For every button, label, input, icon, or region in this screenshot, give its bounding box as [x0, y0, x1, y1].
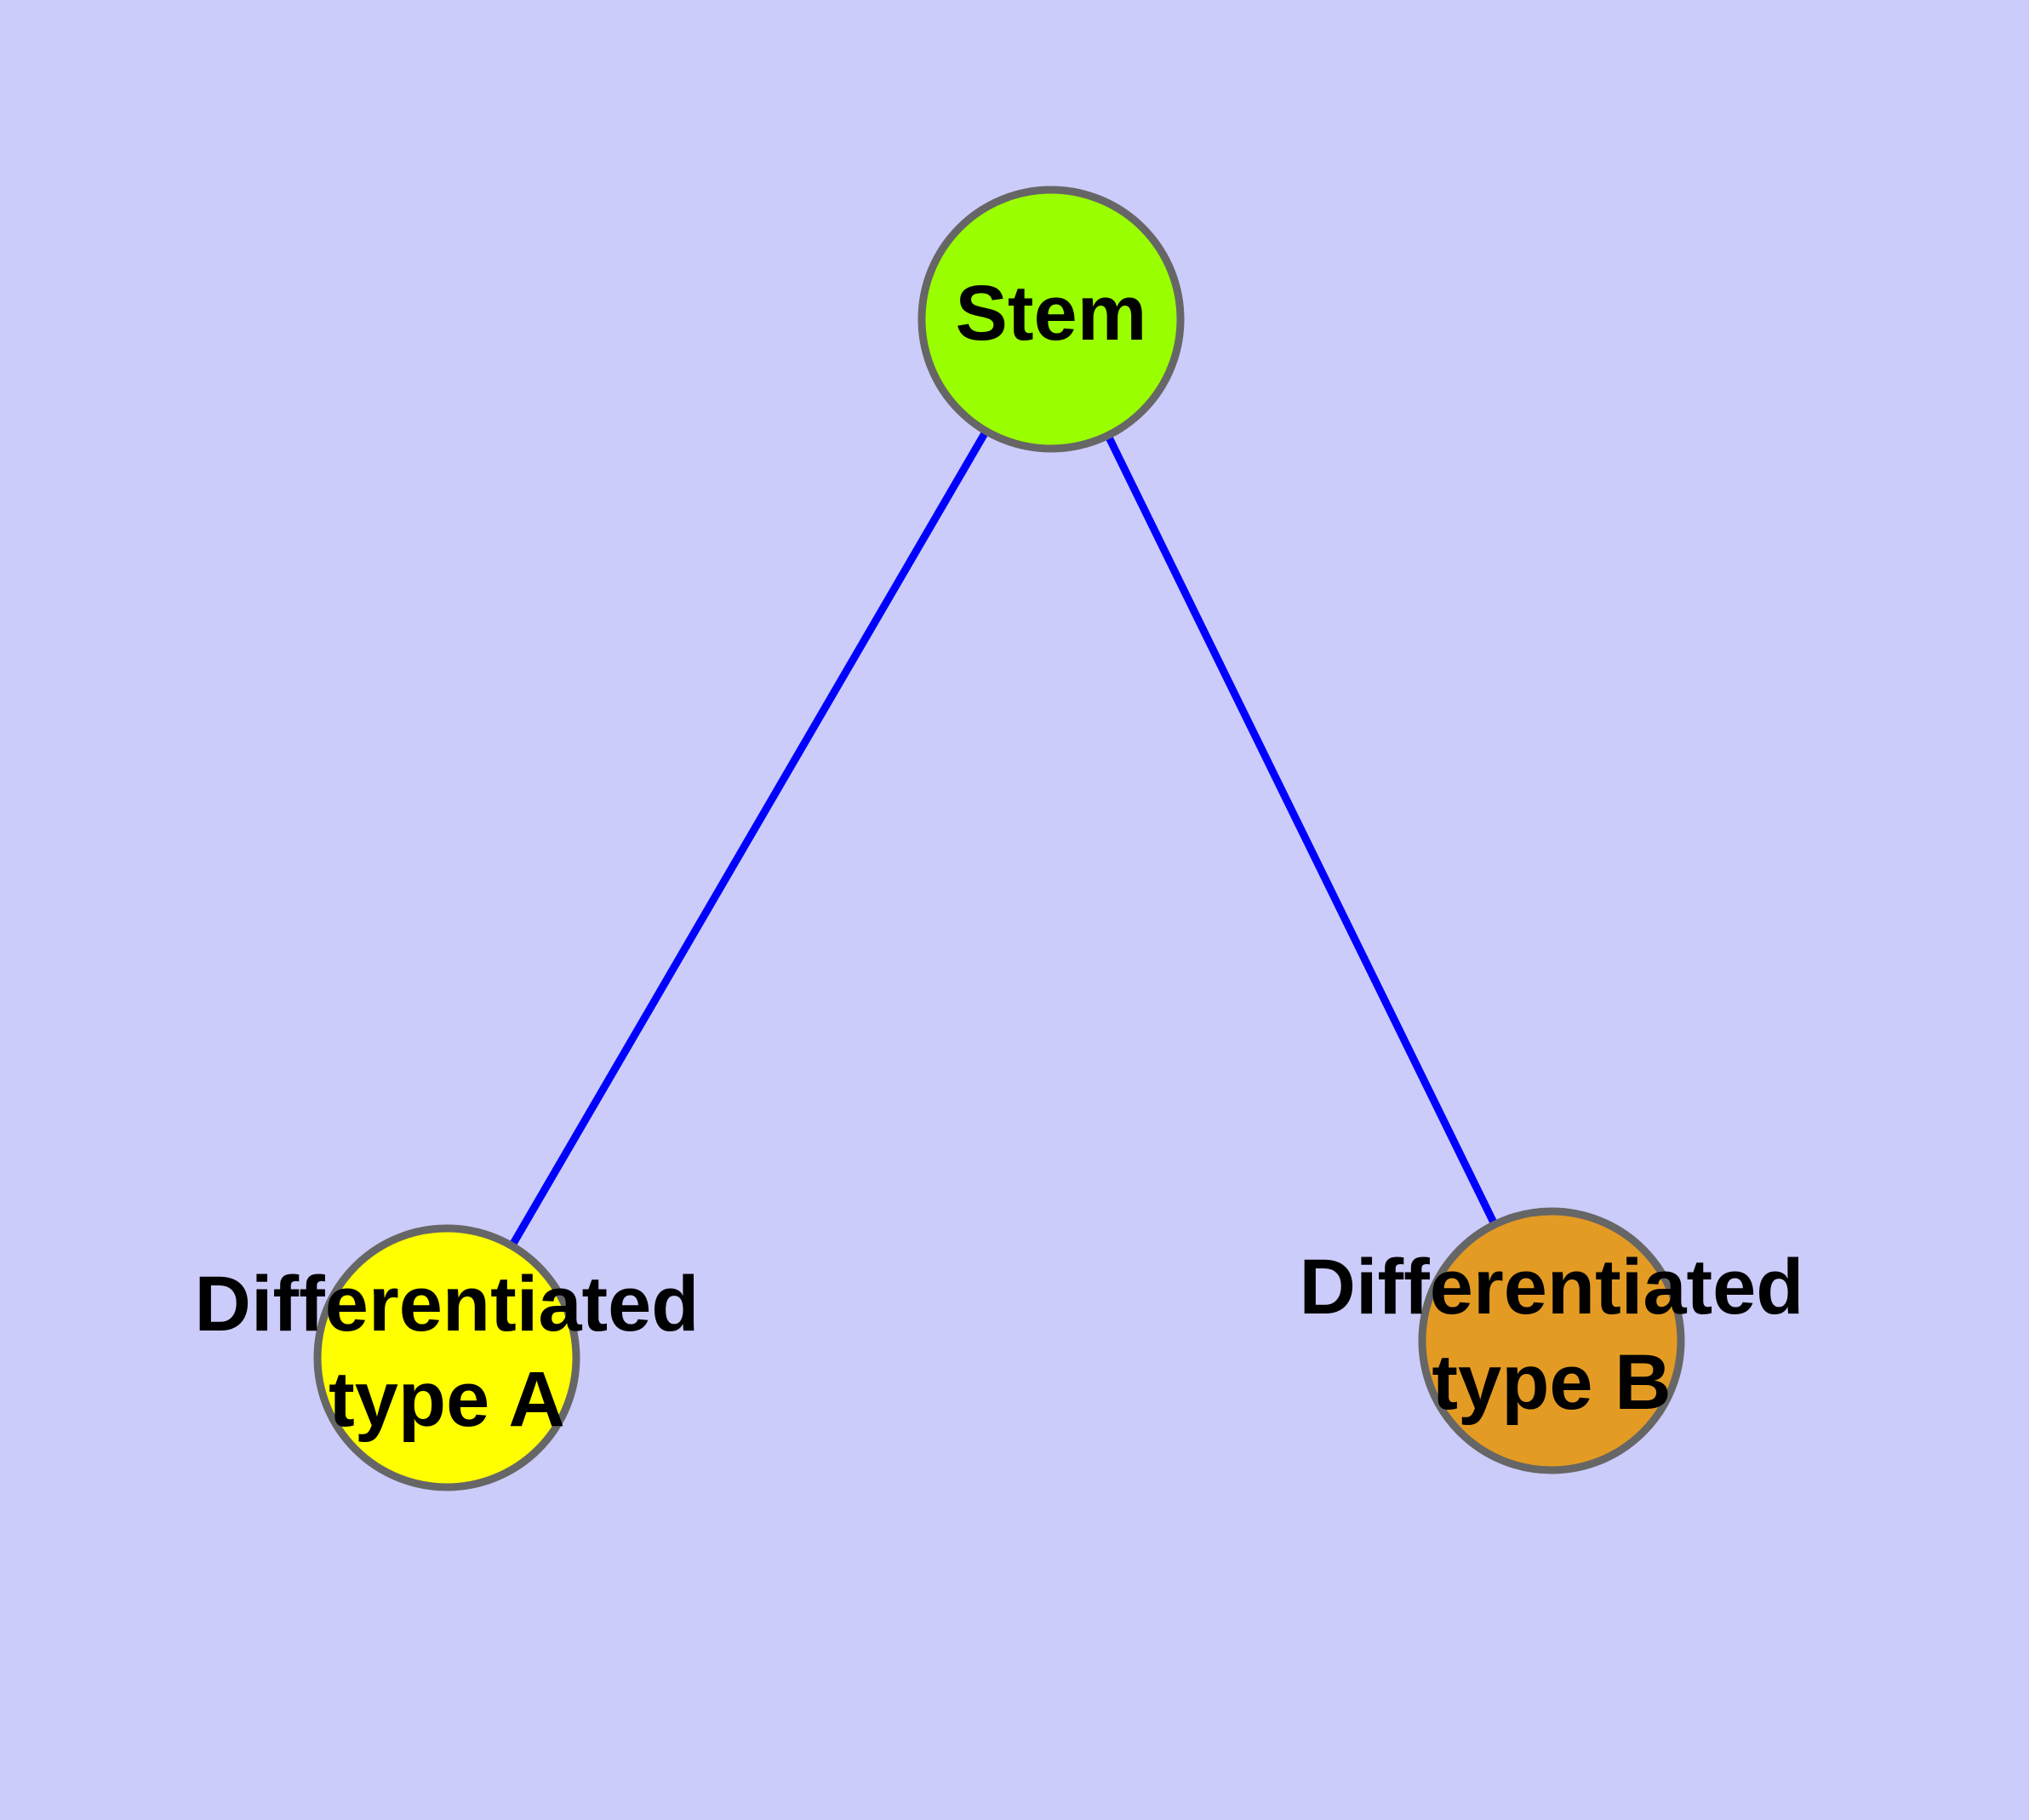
- node-circle-differentiated-type-b[interactable]: [1418, 1207, 1685, 1474]
- edge-layer: [507, 427, 1500, 1250]
- edge-stem-to-differentiated-type-b[interactable]: [1103, 432, 1500, 1228]
- node-label-stem: Stem: [956, 270, 1147, 357]
- node-circle-stem[interactable]: [917, 186, 1185, 453]
- node-circle-differentiated-type-a[interactable]: [313, 1224, 580, 1491]
- edge-stem-to-differentiated-type-a[interactable]: [507, 427, 991, 1250]
- node-stem[interactable]: Stem: [917, 186, 1185, 453]
